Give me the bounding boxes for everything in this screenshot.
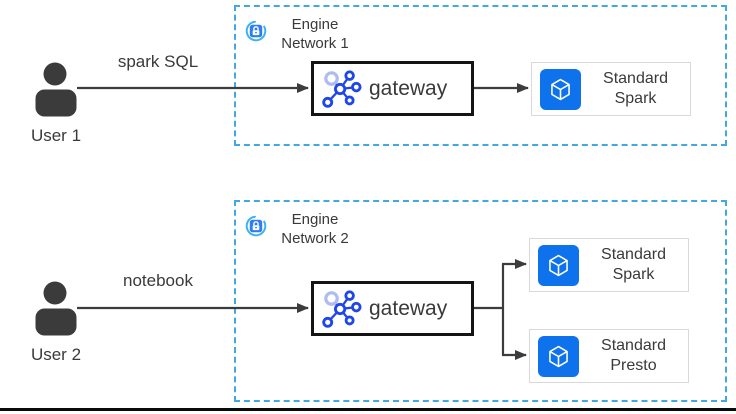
engine-standard-presto: Standard Presto	[529, 329, 689, 383]
lock-icon	[245, 215, 267, 237]
user-label: User 1	[30, 126, 82, 145]
engine-network-1-box: Engine Network 1	[234, 5, 727, 146]
engine-label: Standard Spark	[603, 70, 668, 107]
engine-network-1-header: Engine Network 1	[245, 16, 357, 54]
gateway-label: gateway	[369, 296, 448, 320]
engine-label: Standard Presto	[601, 337, 666, 374]
gateway-2-box: gateway	[311, 281, 474, 336]
network-title: Engine Network 2	[281, 211, 349, 247]
engine-network-2-header: Engine Network 2	[245, 211, 357, 249]
request-label-spark-sql: spark SQL	[117, 52, 199, 71]
network-title: Engine Network 1	[281, 16, 349, 52]
cube-icon	[538, 244, 579, 286]
request-label-notebook: notebook	[123, 271, 193, 290]
gateway-label: gateway	[369, 76, 448, 100]
gateway-1-box: gateway	[311, 61, 474, 116]
engine-label: Standard Spark	[601, 246, 666, 283]
engine-standard-spark-2: Standard Spark	[529, 238, 689, 292]
person-icon	[35, 281, 76, 336]
cube-icon	[538, 335, 579, 377]
user-2: User 2	[16, 281, 96, 365]
bottom-divider	[0, 408, 736, 411]
user-1: User 1	[16, 62, 96, 146]
network-graph-icon	[322, 289, 362, 328]
network-graph-icon	[322, 69, 362, 108]
user-label: User 2	[30, 345, 82, 364]
person-icon	[35, 62, 76, 117]
lock-icon	[245, 20, 267, 42]
engine-network-2-box: Engine Network 2	[234, 200, 727, 402]
cube-icon	[540, 68, 581, 110]
engine-standard-spark-1: Standard Spark	[531, 62, 691, 116]
